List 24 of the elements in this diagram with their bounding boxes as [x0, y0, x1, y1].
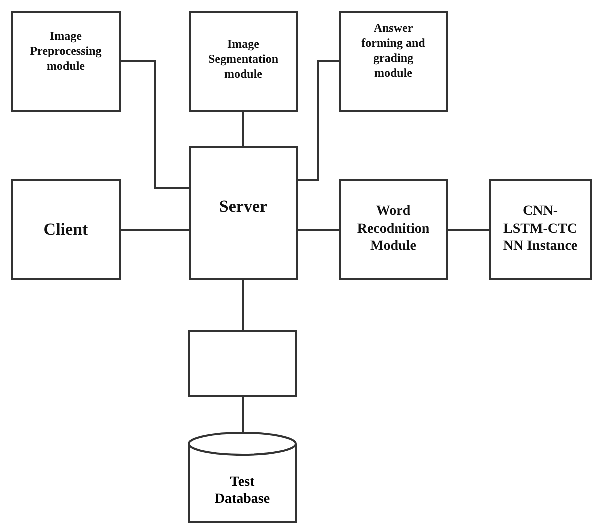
module-box [11, 11, 121, 112]
node-label: Test Database [214, 474, 272, 508]
node-label: Image Segmentation module [208, 37, 280, 82]
module-box [339, 179, 448, 280]
node-label: CNN- LSTM-CTC NN Instance [503, 203, 578, 256]
module-box [11, 179, 121, 280]
connector-line [242, 280, 244, 330]
module-box [189, 11, 298, 112]
module-box [489, 179, 592, 280]
node-label: Client [44, 218, 88, 240]
node-label: Image Preprocessing module [29, 29, 103, 74]
module-box [339, 11, 448, 112]
connector-line [298, 60, 339, 181]
connector-line [121, 60, 189, 189]
connector-line [242, 112, 244, 146]
module-box [189, 146, 298, 280]
empty-box [188, 330, 297, 397]
connector-line [242, 397, 244, 432]
connector-line [121, 229, 189, 231]
node-label: Server [219, 196, 268, 218]
connector-line [298, 229, 339, 231]
node-label: Answer forming and grading module [360, 21, 426, 81]
node-label: Word Recodnition Module [356, 203, 431, 256]
connector-line [448, 229, 489, 231]
